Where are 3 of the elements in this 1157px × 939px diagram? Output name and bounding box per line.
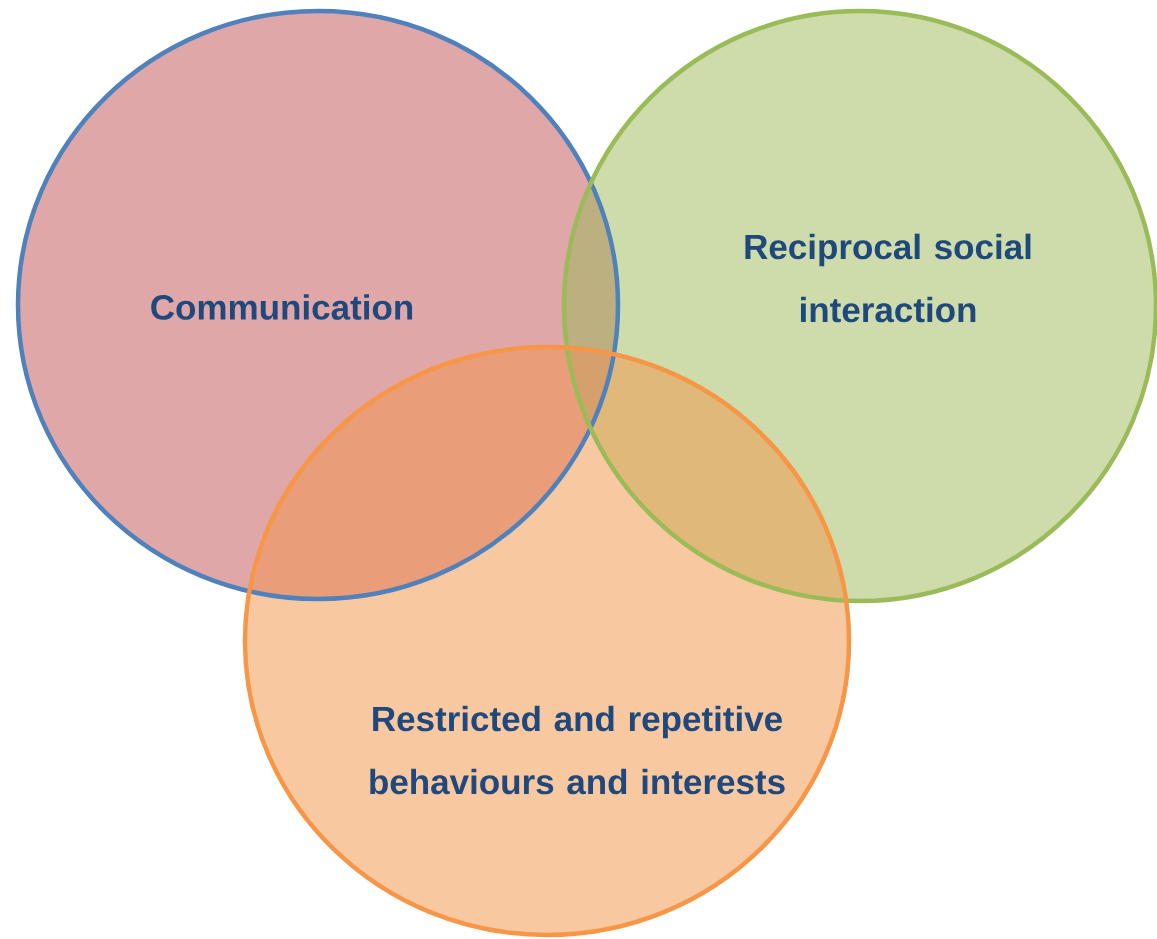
circle-label: Restricted and repetitive behaviours and interests [370,705,785,795]
circle-label: Reciprocal social interaction [745,233,1031,323]
circle-label: Communication [151,294,413,320]
